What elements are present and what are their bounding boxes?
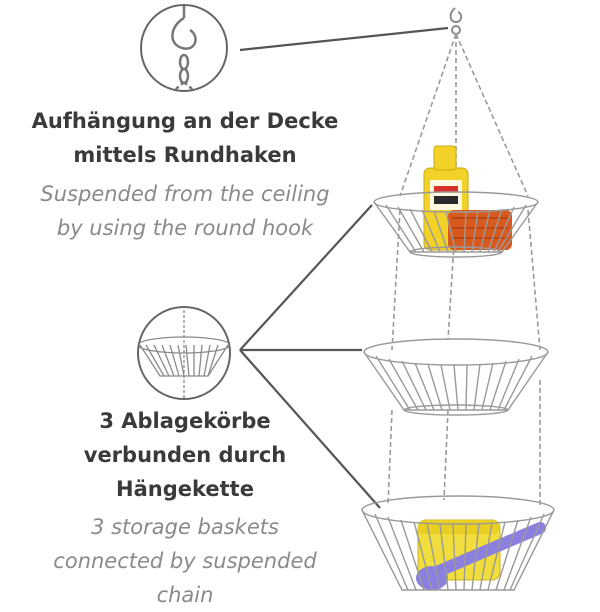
callout-line-hook	[239, 26, 449, 52]
text-line: verbunden durch	[83, 443, 287, 467]
ceiling-hook	[449, 7, 463, 35]
hook-description-german: Aufhängung an der Decke mittels Rundhake…	[20, 104, 350, 172]
basket-top	[373, 191, 539, 258]
basket-detail-circle	[137, 306, 231, 400]
text-line: 3 storage baskets	[91, 515, 279, 539]
baskets-description-english: 3 storage baskets connected by suspended…	[15, 510, 355, 612]
callout-line-basket-top	[239, 204, 373, 351]
baskets-description-german: 3 Ablagekörbe verbunden durch Hängekette	[35, 404, 335, 506]
text-line: 3 Ablagekörbe	[99, 409, 271, 433]
text-line: connected by suspended	[53, 549, 317, 573]
suspension-chains	[387, 33, 541, 506]
mini-basket-wires	[145, 344, 219, 377]
text-line: Aufhängung an der Decke	[31, 109, 339, 133]
hook-description-english: Suspended from the ceiling by using the …	[10, 177, 360, 245]
basket-middle	[363, 338, 549, 416]
text-line: Hängekette	[116, 477, 254, 501]
text-line: by using the round hook	[56, 216, 314, 240]
text-line: Suspended from the ceiling	[40, 182, 330, 206]
hook-detail-circle	[140, 4, 228, 92]
text-line: mittels Rundhaken	[73, 143, 297, 167]
purple-scrubber	[416, 522, 546, 590]
text-line: chain	[156, 583, 214, 607]
round-hook-icon	[171, 6, 197, 50]
callout-line-basket-bottom	[239, 349, 381, 509]
basket-bottom	[361, 495, 555, 591]
